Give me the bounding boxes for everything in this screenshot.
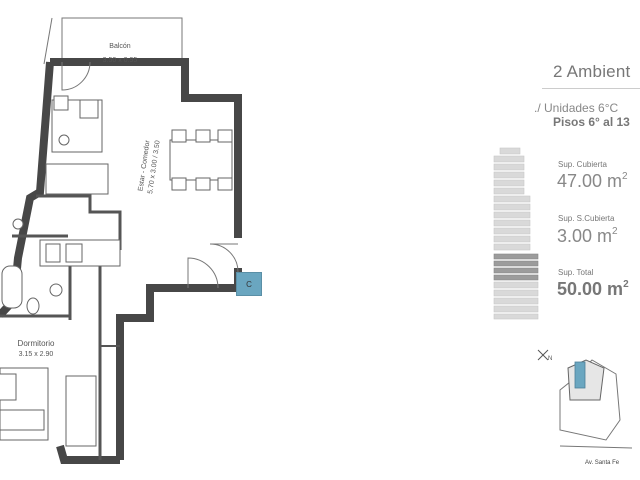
living-furniture — [45, 95, 233, 195]
room-name: Dormitorio — [18, 339, 55, 348]
floors-label: Pisos 6° al 13 — [553, 115, 630, 129]
cubierta-value: 47.00 m2 — [557, 171, 628, 191]
bedroom-furniture — [0, 367, 97, 447]
kitchen — [39, 239, 121, 267]
scubierta-value: 3.00 m2 — [557, 226, 618, 246]
doors — [61, 61, 239, 289]
units-label: ./ Unidades 6°C — [534, 101, 619, 115]
balcony — [61, 17, 183, 63]
north-label: N — [548, 356, 553, 362]
scubierta-label: Sup. S.Cubierta — [558, 214, 615, 223]
balcony-rail — [43, 17, 53, 65]
building-elevation — [493, 147, 539, 320]
key-plan — [537, 349, 633, 449]
title-divider — [542, 88, 640, 89]
room-dims: 3.15 x 2.90 — [19, 351, 54, 358]
room-name: Balcón — [109, 43, 131, 50]
cubierta-label: Sup. Cubierta — [558, 160, 607, 169]
room-dims: 3.50 x 0.95 — [103, 57, 138, 64]
bathroom — [1, 218, 63, 315]
total-label: Sup. Total — [558, 268, 594, 277]
unit-marker: C — [236, 272, 262, 296]
street-label: Av. Santa Fe — [585, 460, 620, 466]
typology-title: 2 Ambient — [553, 62, 631, 81]
total-value: 50.00 m2 — [557, 279, 629, 299]
